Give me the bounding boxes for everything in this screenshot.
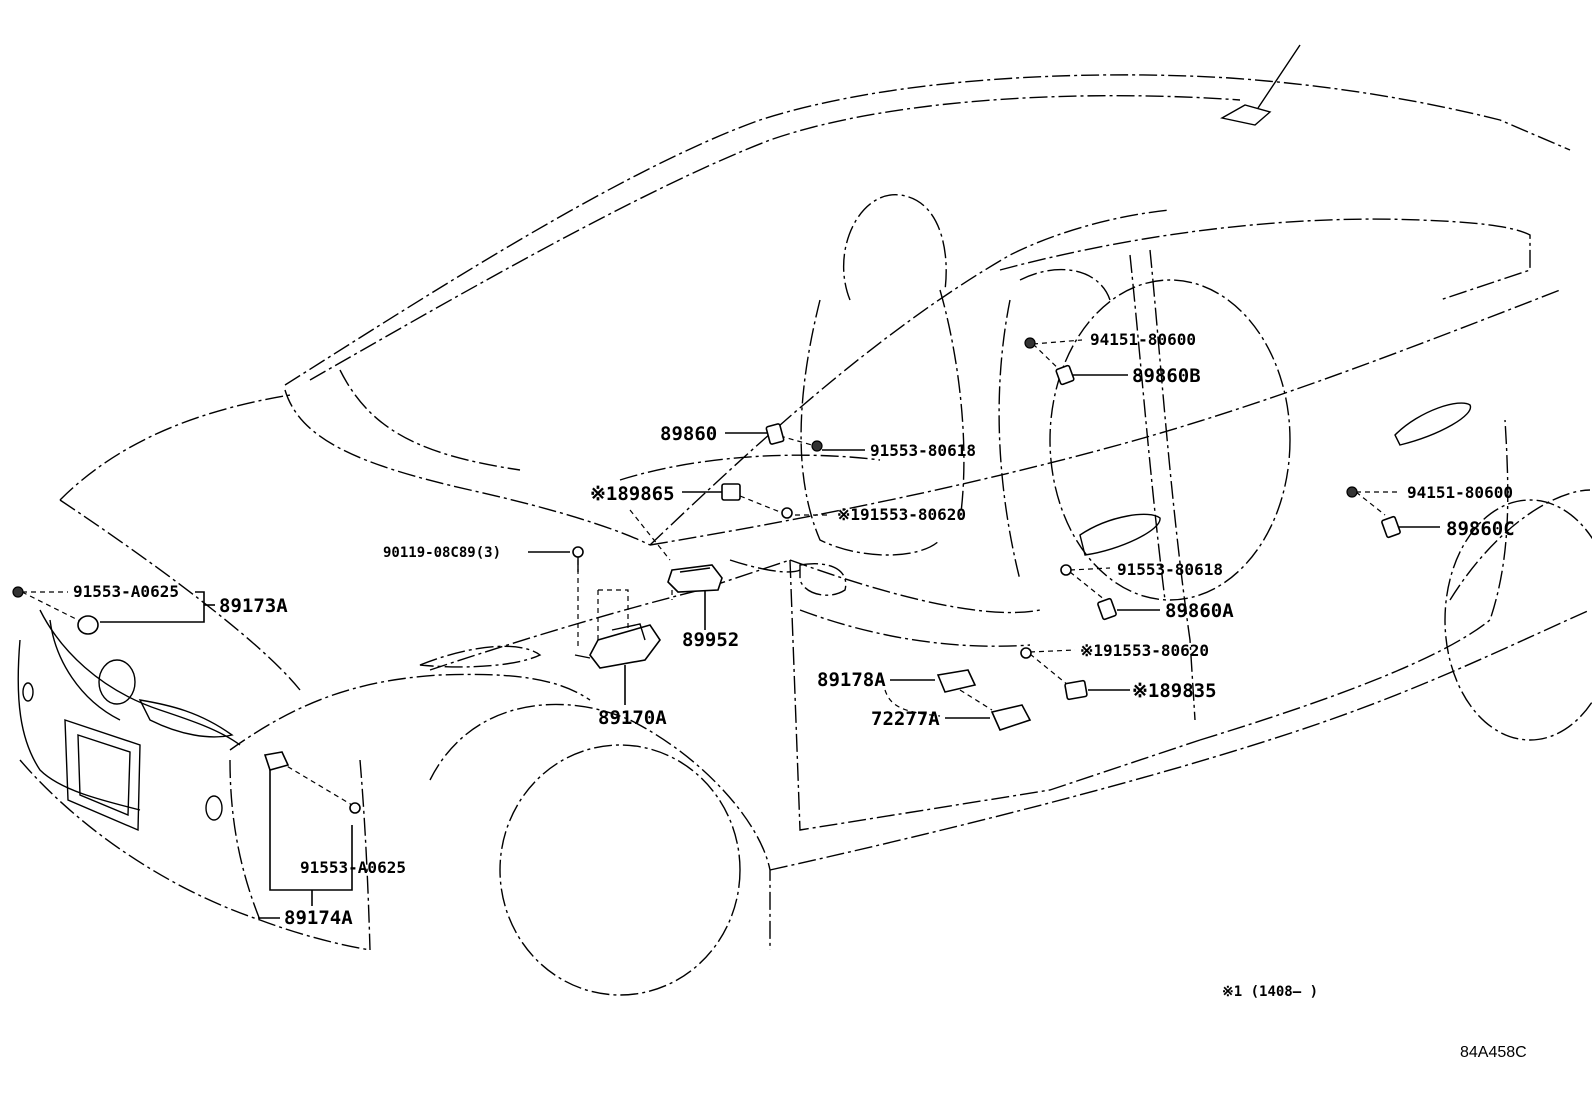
label-91553-80618-mid: 91553-80618 [1117, 560, 1223, 579]
bolt-91553-80618-mid [1060, 564, 1072, 576]
sensor-89174A [263, 751, 290, 771]
bolt-91553-80618-top [811, 440, 823, 452]
footnote: ※1 (1408– ) [1222, 984, 1318, 1000]
sensor-189835 [1064, 679, 1088, 701]
label-91553-80618-top: 91553-80618 [870, 441, 976, 460]
nut-94151-right [1346, 486, 1358, 498]
label-72277A: 72277A [871, 708, 940, 730]
nut-94151-top [1024, 337, 1036, 349]
sensor-189865 [721, 483, 741, 501]
bolt-191553-80620-top [781, 507, 793, 519]
label-189835: ※189835 [1132, 680, 1217, 702]
label-89952: 89952 [682, 629, 739, 651]
label-94151-80600-top: 94151-80600 [1090, 330, 1196, 349]
label-89860C: 89860C [1446, 518, 1515, 540]
label-89860B: 89860B [1132, 365, 1201, 387]
sensor-89860A [1097, 597, 1117, 621]
label-89178A: 89178A [817, 669, 886, 691]
sensor-89860C [1381, 515, 1401, 539]
label-89860A: 89860A [1165, 600, 1234, 622]
label-189865: ※189865 [590, 483, 675, 505]
label-89170A: 89170A [598, 707, 667, 729]
bolt-91553-A0625-bottom [349, 802, 361, 814]
label-89860: 89860 [660, 423, 717, 445]
label-90119: 90119-08C89(3) [383, 545, 501, 561]
label-94151-80600-right: 94151-80600 [1407, 483, 1513, 502]
label-191553-80620-mid: ※191553-80620 [1080, 641, 1209, 660]
parts [12, 337, 1401, 814]
label-91553-A0625-left: 91553-A0625 [73, 582, 179, 601]
label-91553-A0625-bottom: 91553-A0625 [300, 858, 406, 877]
connector-89952 [667, 564, 723, 593]
part-labels: 94151-80600 89860B 89860 91553-80618 ※18… [73, 330, 1515, 929]
bolt-91553-A0625-left [12, 586, 24, 598]
bolt-90119 [572, 546, 584, 572]
leader-lines [21, 339, 1440, 919]
car-body-outline [17, 44, 1592, 996]
label-89173A: 89173A [219, 595, 288, 617]
sensor-89860 [765, 423, 785, 445]
label-89174A: 89174A [284, 907, 353, 929]
sensor-89178A [936, 669, 977, 693]
ecu-89170A [574, 623, 661, 669]
image-code: 84A458C [1460, 1044, 1527, 1061]
sensor-89173A [77, 615, 99, 635]
sensor-89860B [1055, 364, 1075, 386]
label-191553-80620-top: ※191553-80620 [837, 505, 966, 524]
bolt-191553-80620-mid [1020, 647, 1032, 659]
bracket-72277A [990, 704, 1032, 731]
